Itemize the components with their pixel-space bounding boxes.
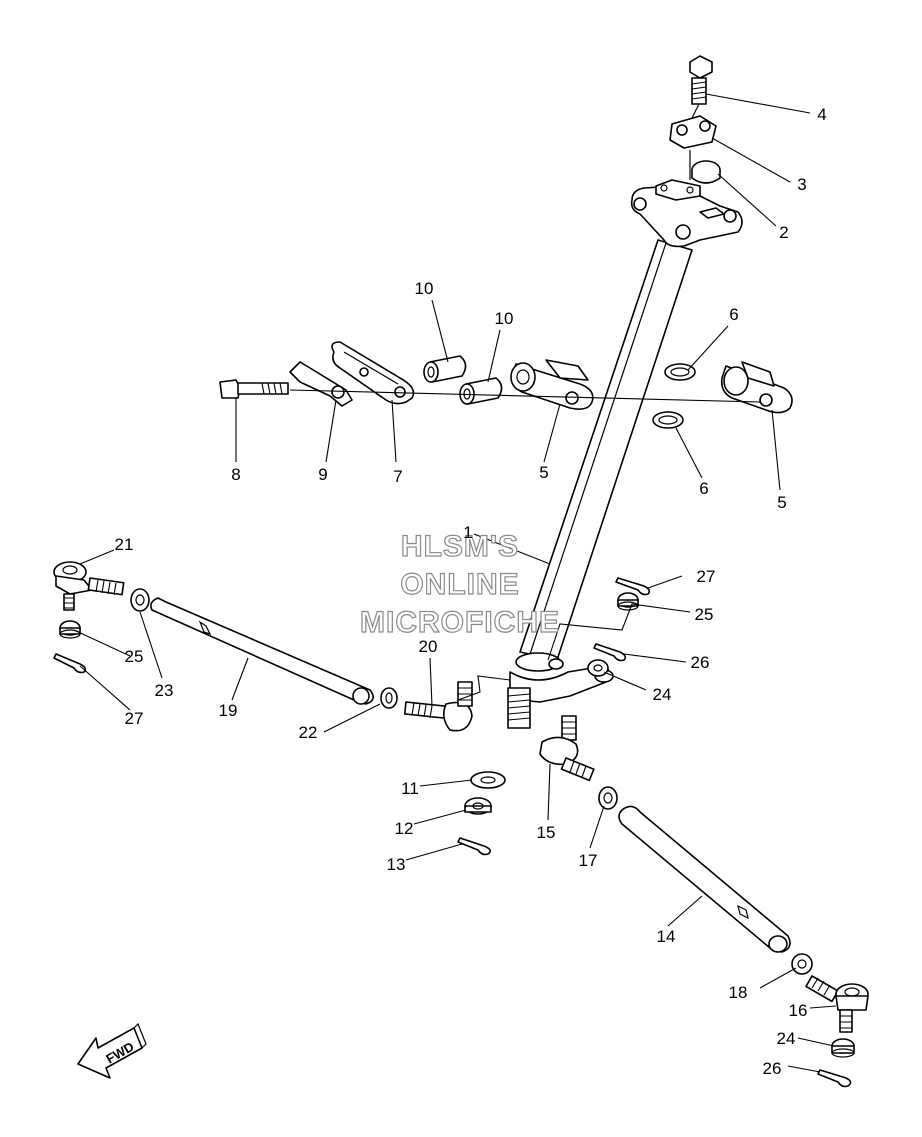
washer	[470, 771, 506, 789]
callout-20: 20	[419, 637, 438, 656]
shaft-holder	[331, 341, 415, 405]
castle-nut-lower-right	[831, 1038, 855, 1058]
tie-rod-end-right	[805, 975, 869, 1033]
upper-clamp	[669, 115, 717, 180]
lock-nut-left	[130, 588, 150, 612]
lock-nut-center-right	[598, 786, 618, 810]
cotter-pin-mid-right	[593, 643, 627, 662]
callout-12: 12	[395, 819, 414, 838]
tie-rod-end-center-right	[539, 715, 595, 782]
collar-lower	[459, 377, 503, 405]
tie-rod-end-left	[53, 561, 125, 611]
callout-3: 3	[797, 175, 806, 194]
callout-27: 27	[125, 709, 144, 728]
callout-4: 4	[817, 105, 826, 124]
snap-ring-lower	[652, 411, 684, 429]
callout-5: 5	[539, 463, 548, 482]
callout-22: 22	[299, 723, 318, 742]
castle-nut-left	[59, 620, 81, 639]
upper-shaft-bracket	[630, 179, 743, 248]
callout-25: 25	[125, 647, 144, 666]
assembly-axis-line	[289, 389, 761, 403]
shaft-holder-half-right	[720, 361, 793, 414]
cotter-pin-center	[457, 837, 492, 856]
callout-23: 23	[155, 681, 174, 700]
cotter-pin-lower-right	[817, 1069, 852, 1088]
callout-14: 14	[657, 927, 676, 946]
collar-upper	[423, 355, 467, 383]
callout-9: 9	[318, 465, 327, 484]
callout-numbers: 4 3 2 10 10 6 8 9 7 5 6 5 1 21 27 25 25 …	[115, 105, 827, 1078]
tie-rod-end-center-left	[403, 681, 473, 732]
lock-plate	[289, 361, 353, 407]
lock-nut-right	[791, 953, 813, 975]
callout-6: 6	[729, 305, 738, 324]
callout-26: 26	[691, 653, 710, 672]
cap	[691, 160, 721, 184]
shaft-holder-half-left	[510, 359, 594, 410]
callout-10: 10	[495, 309, 514, 328]
nut-mid-right	[587, 659, 609, 677]
callout-2: 2	[779, 223, 788, 242]
tie-rod-left	[150, 597, 374, 705]
callout-13: 13	[387, 855, 406, 874]
callout-7: 7	[393, 467, 402, 486]
tie-rod-right	[618, 805, 791, 953]
callout-19: 19	[219, 701, 238, 720]
watermark: HLSM'S ONLINE MICROFICHE	[359, 529, 560, 639]
lock-nut-center-left	[380, 687, 398, 709]
callout-24: 24	[777, 1029, 796, 1048]
callout-6: 6	[699, 479, 708, 498]
watermark-line-2: ONLINE	[400, 568, 519, 601]
watermark-line-1: HLSM'S	[401, 530, 519, 563]
flange-nut	[464, 797, 492, 815]
callout-21: 21	[115, 535, 134, 554]
callout-10: 10	[415, 279, 434, 298]
long-bolt	[219, 379, 289, 399]
callout-18: 18	[729, 983, 748, 1002]
callout-24: 24	[653, 685, 672, 704]
callout-25: 25	[695, 605, 714, 624]
callout-26: 26	[763, 1059, 782, 1078]
steering-column-shaft	[519, 239, 693, 661]
callout-8: 8	[231, 465, 240, 484]
callout-27: 27	[697, 567, 716, 586]
callout-5: 5	[777, 493, 786, 512]
cotter-pin-left	[53, 653, 87, 674]
watermark-line-3: MICROFICHE	[360, 606, 560, 639]
callout-17: 17	[579, 851, 598, 870]
leader-lines	[73, 93, 837, 1073]
cotter-pin-upper-right	[615, 577, 651, 596]
callout-1: 1	[463, 523, 472, 542]
callout-15: 15	[537, 823, 556, 842]
snap-ring-upper	[664, 363, 696, 381]
callout-16: 16	[789, 1001, 808, 1020]
lower-shaft-end	[507, 652, 614, 729]
castle-nut-upper-right	[617, 592, 639, 611]
flange-bolt	[689, 55, 713, 119]
callout-11: 11	[401, 779, 419, 798]
forward-direction-arrow: FWD	[77, 1022, 147, 1079]
